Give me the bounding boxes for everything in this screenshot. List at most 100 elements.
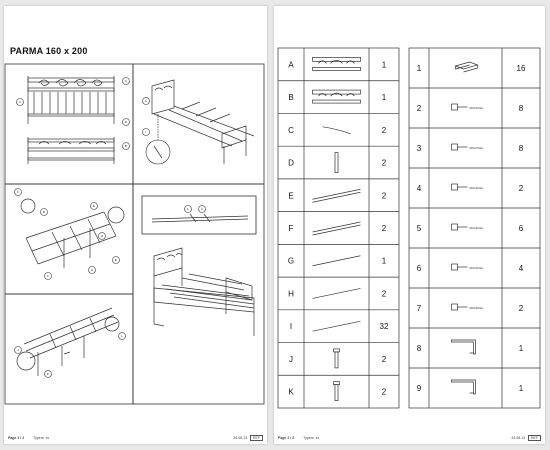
bolt-icon (451, 223, 468, 231)
hardware-spec: M6x40mm (470, 226, 484, 230)
hardware-quantity: 2 (519, 304, 524, 313)
callout-f: F (17, 190, 19, 194)
callout-j: J (17, 348, 19, 352)
part-sketch-icon (334, 152, 339, 173)
part-letter: G (288, 257, 294, 266)
hardware-spec: M6x50mm (470, 266, 484, 270)
hardware-number: 5 (417, 224, 422, 233)
parts-table-border (277, 47, 400, 409)
hardware-spec: M8 (470, 391, 475, 395)
part-quantity: 1 (382, 257, 387, 266)
part-sketch-icon (312, 188, 361, 203)
hardware-quantity: 8 (519, 144, 524, 153)
step-4-drawing (141, 195, 257, 336)
hardware-spec: M6x45mm (470, 186, 484, 190)
allen-key-icon (451, 379, 476, 395)
footer-type: Typenr. xx (303, 436, 320, 440)
hardware-table-border (408, 47, 541, 409)
part-letter: E (288, 191, 293, 200)
footer-date: 26.08.13 (511, 436, 526, 440)
part-letter: I (290, 322, 292, 331)
callout-b: B (125, 144, 127, 148)
step-2-drawing (145, 79, 255, 165)
part-quantity: 2 (382, 191, 387, 200)
part-letter: J (289, 355, 293, 364)
part-sketch-icon (312, 57, 361, 71)
hardware-quantity: 16 (517, 64, 526, 73)
part-quantity: 2 (382, 159, 387, 168)
hardware-row: 6 M6x50mm 4 (417, 263, 524, 273)
hardware-quantity: 4 (519, 264, 524, 273)
footer-badge: REF (528, 435, 541, 441)
part-sketch-icon (322, 126, 351, 135)
washer-icon (454, 61, 479, 73)
footer-date: 26.08.13 (233, 436, 248, 440)
hardware-spec: M8x40mm (470, 306, 484, 310)
callout-i: I (145, 130, 146, 134)
callout-d: D (43, 210, 46, 214)
part-quantity: 2 (382, 289, 387, 298)
part-quantity: 2 (382, 224, 387, 233)
callout-e: E (93, 204, 95, 208)
part-sketch-icon (312, 89, 361, 104)
page-footer: Page 2 / 2 Typenr. xx (278, 436, 319, 440)
footer-badge: REF (250, 435, 263, 441)
hardware-quantity: 2 (519, 184, 524, 193)
page-footer-right: 26.08.13 REF (233, 435, 263, 441)
page-title: PARMA 160 x 200 (10, 46, 88, 56)
step-5-panel (4, 293, 134, 405)
part-quantity: 1 (382, 93, 387, 102)
hardware-quantity: 8 (519, 104, 524, 113)
footer-type: Typenr. xx (33, 436, 50, 440)
table-grid (277, 47, 541, 409)
callout-l: L (121, 334, 123, 338)
callout-c: C (47, 274, 50, 278)
part-letter: H (288, 289, 294, 298)
hardware-quantity: 1 (519, 344, 524, 353)
part-letter: C (288, 126, 294, 135)
part-quantity: 2 (382, 388, 387, 397)
callout-a: A (145, 99, 147, 103)
step-3-callouts: F D E H G C E (14, 188, 120, 280)
part-letter: B (288, 93, 293, 102)
part-letter: F (289, 224, 294, 233)
part-letter: A (288, 60, 294, 69)
callout-h: H (101, 234, 103, 238)
part-quantity: 32 (380, 322, 389, 331)
part-letter: K (288, 388, 294, 397)
callout-c: C (19, 100, 22, 104)
callout-g: G (91, 268, 94, 272)
footer-page-number: Page 1 / 2 (8, 436, 25, 440)
part-quantity: 2 (382, 126, 387, 135)
hardware-spec: M8x25mm (470, 146, 484, 150)
step-1-callouts: A C D B (16, 77, 130, 150)
part-sketch-icon (312, 221, 361, 236)
bolt-icon (451, 183, 468, 191)
step-5-callouts: J K L (14, 332, 126, 378)
hardware-number: 1 (417, 64, 422, 73)
hardware-number: 3 (417, 144, 422, 153)
hardware-number: 9 (417, 384, 422, 393)
step-1-drawing (27, 76, 115, 164)
step-4-callouts: 1 2 (184, 205, 206, 213)
page-footer-right: 26.08.13 REF (511, 435, 541, 441)
hardware-number: 4 (417, 184, 422, 193)
callout-2: 2 (201, 207, 203, 211)
part-sketch-icon (312, 255, 361, 267)
hardware-number: 8 (417, 344, 422, 353)
step-5-drawing (16, 307, 120, 376)
hardware-row: 3 M8x25mm 8 (417, 143, 524, 153)
hardware-row: 4 M6x45mm 2 (417, 183, 524, 193)
step-3-drawing (20, 198, 125, 268)
hardware-number: 6 (417, 264, 422, 273)
